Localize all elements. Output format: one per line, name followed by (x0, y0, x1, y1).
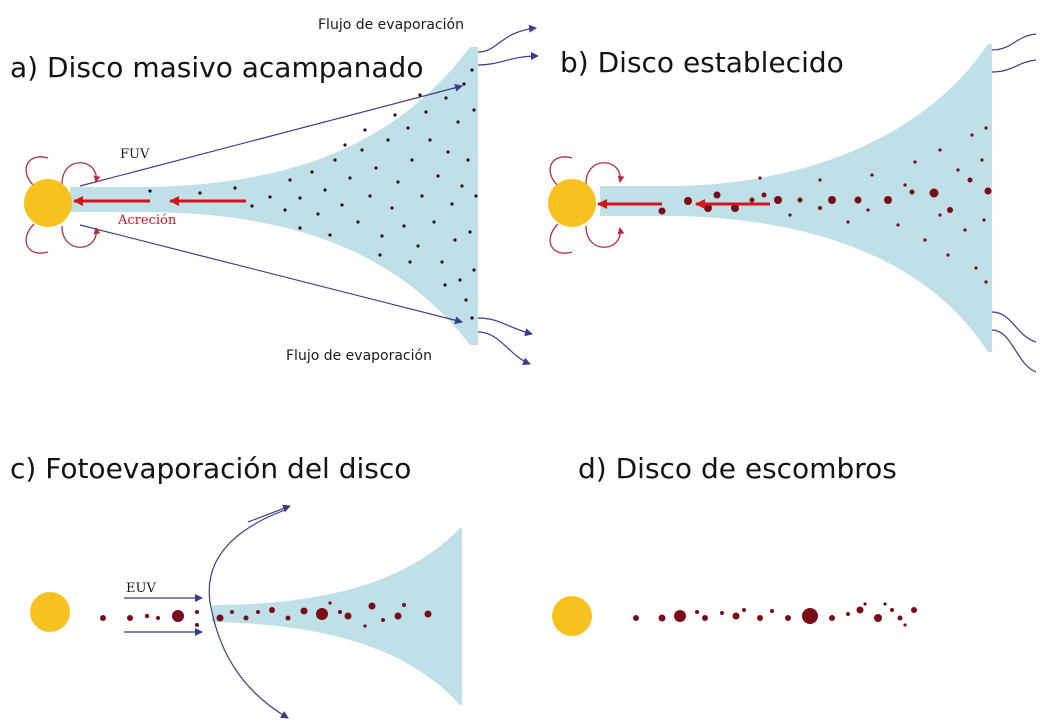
dust-grains (100, 601, 432, 628)
evaporation-flow-top-label: Flujo de evaporación (318, 17, 464, 33)
panel-d: d) Disco de escombros (552, 452, 917, 636)
magnetic-loops (25, 156, 101, 254)
panel-a-title: a) Disco masivo acampanado (10, 51, 423, 84)
panel-c: c) Fotoevaporación del disco EUV (10, 452, 462, 719)
established-disk (600, 44, 992, 352)
evaporation-flow-bottom-label: Flujo de evaporación (286, 348, 432, 364)
euv-label: EUV (126, 581, 156, 596)
panel-a: a) Disco masivo acampanado (10, 17, 539, 366)
star-icon (552, 596, 592, 636)
euv-rays (124, 594, 203, 636)
photoevaporation-front (208, 504, 291, 719)
panel-d-title: d) Disco de escombros (578, 452, 897, 485)
flared-disk (70, 47, 478, 345)
dust-particles (148, 68, 478, 320)
accretion-label: Acreción (117, 213, 177, 228)
panel-c-title: c) Fotoevaporación del disco (10, 452, 411, 485)
star-icon (30, 592, 70, 632)
radiation-rays (79, 83, 463, 325)
star-icon (24, 179, 72, 227)
debris-grains (633, 602, 917, 627)
evaporation-flows (477, 24, 539, 366)
evaporation-flows (991, 33, 1037, 373)
panel-b: b) Disco establecido (548, 33, 1037, 373)
star-icon (548, 179, 596, 227)
fuv-label: FUV (120, 147, 150, 162)
panel-b-title: b) Disco establecido (560, 46, 844, 79)
dust-grains (658, 126, 992, 284)
photoevaporating-disk (212, 528, 462, 705)
magnetic-loops (549, 156, 625, 254)
